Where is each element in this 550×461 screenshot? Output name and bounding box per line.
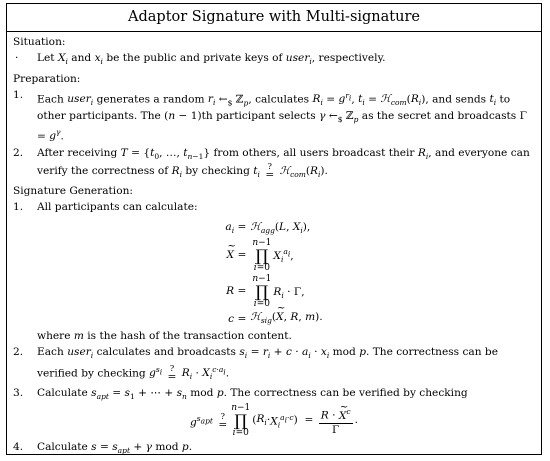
algorithm-title: Adaptor Signature with Multi-signature xyxy=(7,4,541,32)
preparation-heading: Preparation: xyxy=(13,72,81,85)
verification-equation: gsapt ?= n−1∏i=0(Ri · Xiai·c) = R · XcΓ. xyxy=(13,401,535,438)
algorithm-box: Adaptor Signature with Multi-signature S… xyxy=(6,3,542,455)
bullet-marker: · xyxy=(15,52,19,65)
situation-heading: Situation: xyxy=(13,36,66,48)
signature-heading: Signature Generation: xyxy=(13,185,133,198)
signature-item-1: 1. All participants can calculate: xyxy=(13,201,198,214)
where-note: where m is the hash of the transaction c… xyxy=(37,330,292,343)
preparation-item-1: 1. Each useri generates a random ri ←$ ℤ… xyxy=(13,88,527,143)
situation-item: · Let Xi and xi be the public and privat… xyxy=(15,52,386,67)
signature-item-4: 4. Calculate s = sapt + γ mod p. xyxy=(13,440,193,456)
algorithm-content: Situation: · Let Xi and xi be the public… xyxy=(7,36,541,457)
signature-item-3: 3. Calculate sapt = s1 + ⋯ + sn mod p. T… xyxy=(13,386,468,401)
signature-item-2: 2. Each useri calculates and broadcasts … xyxy=(13,346,498,384)
preparation-item-2: 2. After receiving T = {t0, …, tn−1} fro… xyxy=(13,146,530,181)
